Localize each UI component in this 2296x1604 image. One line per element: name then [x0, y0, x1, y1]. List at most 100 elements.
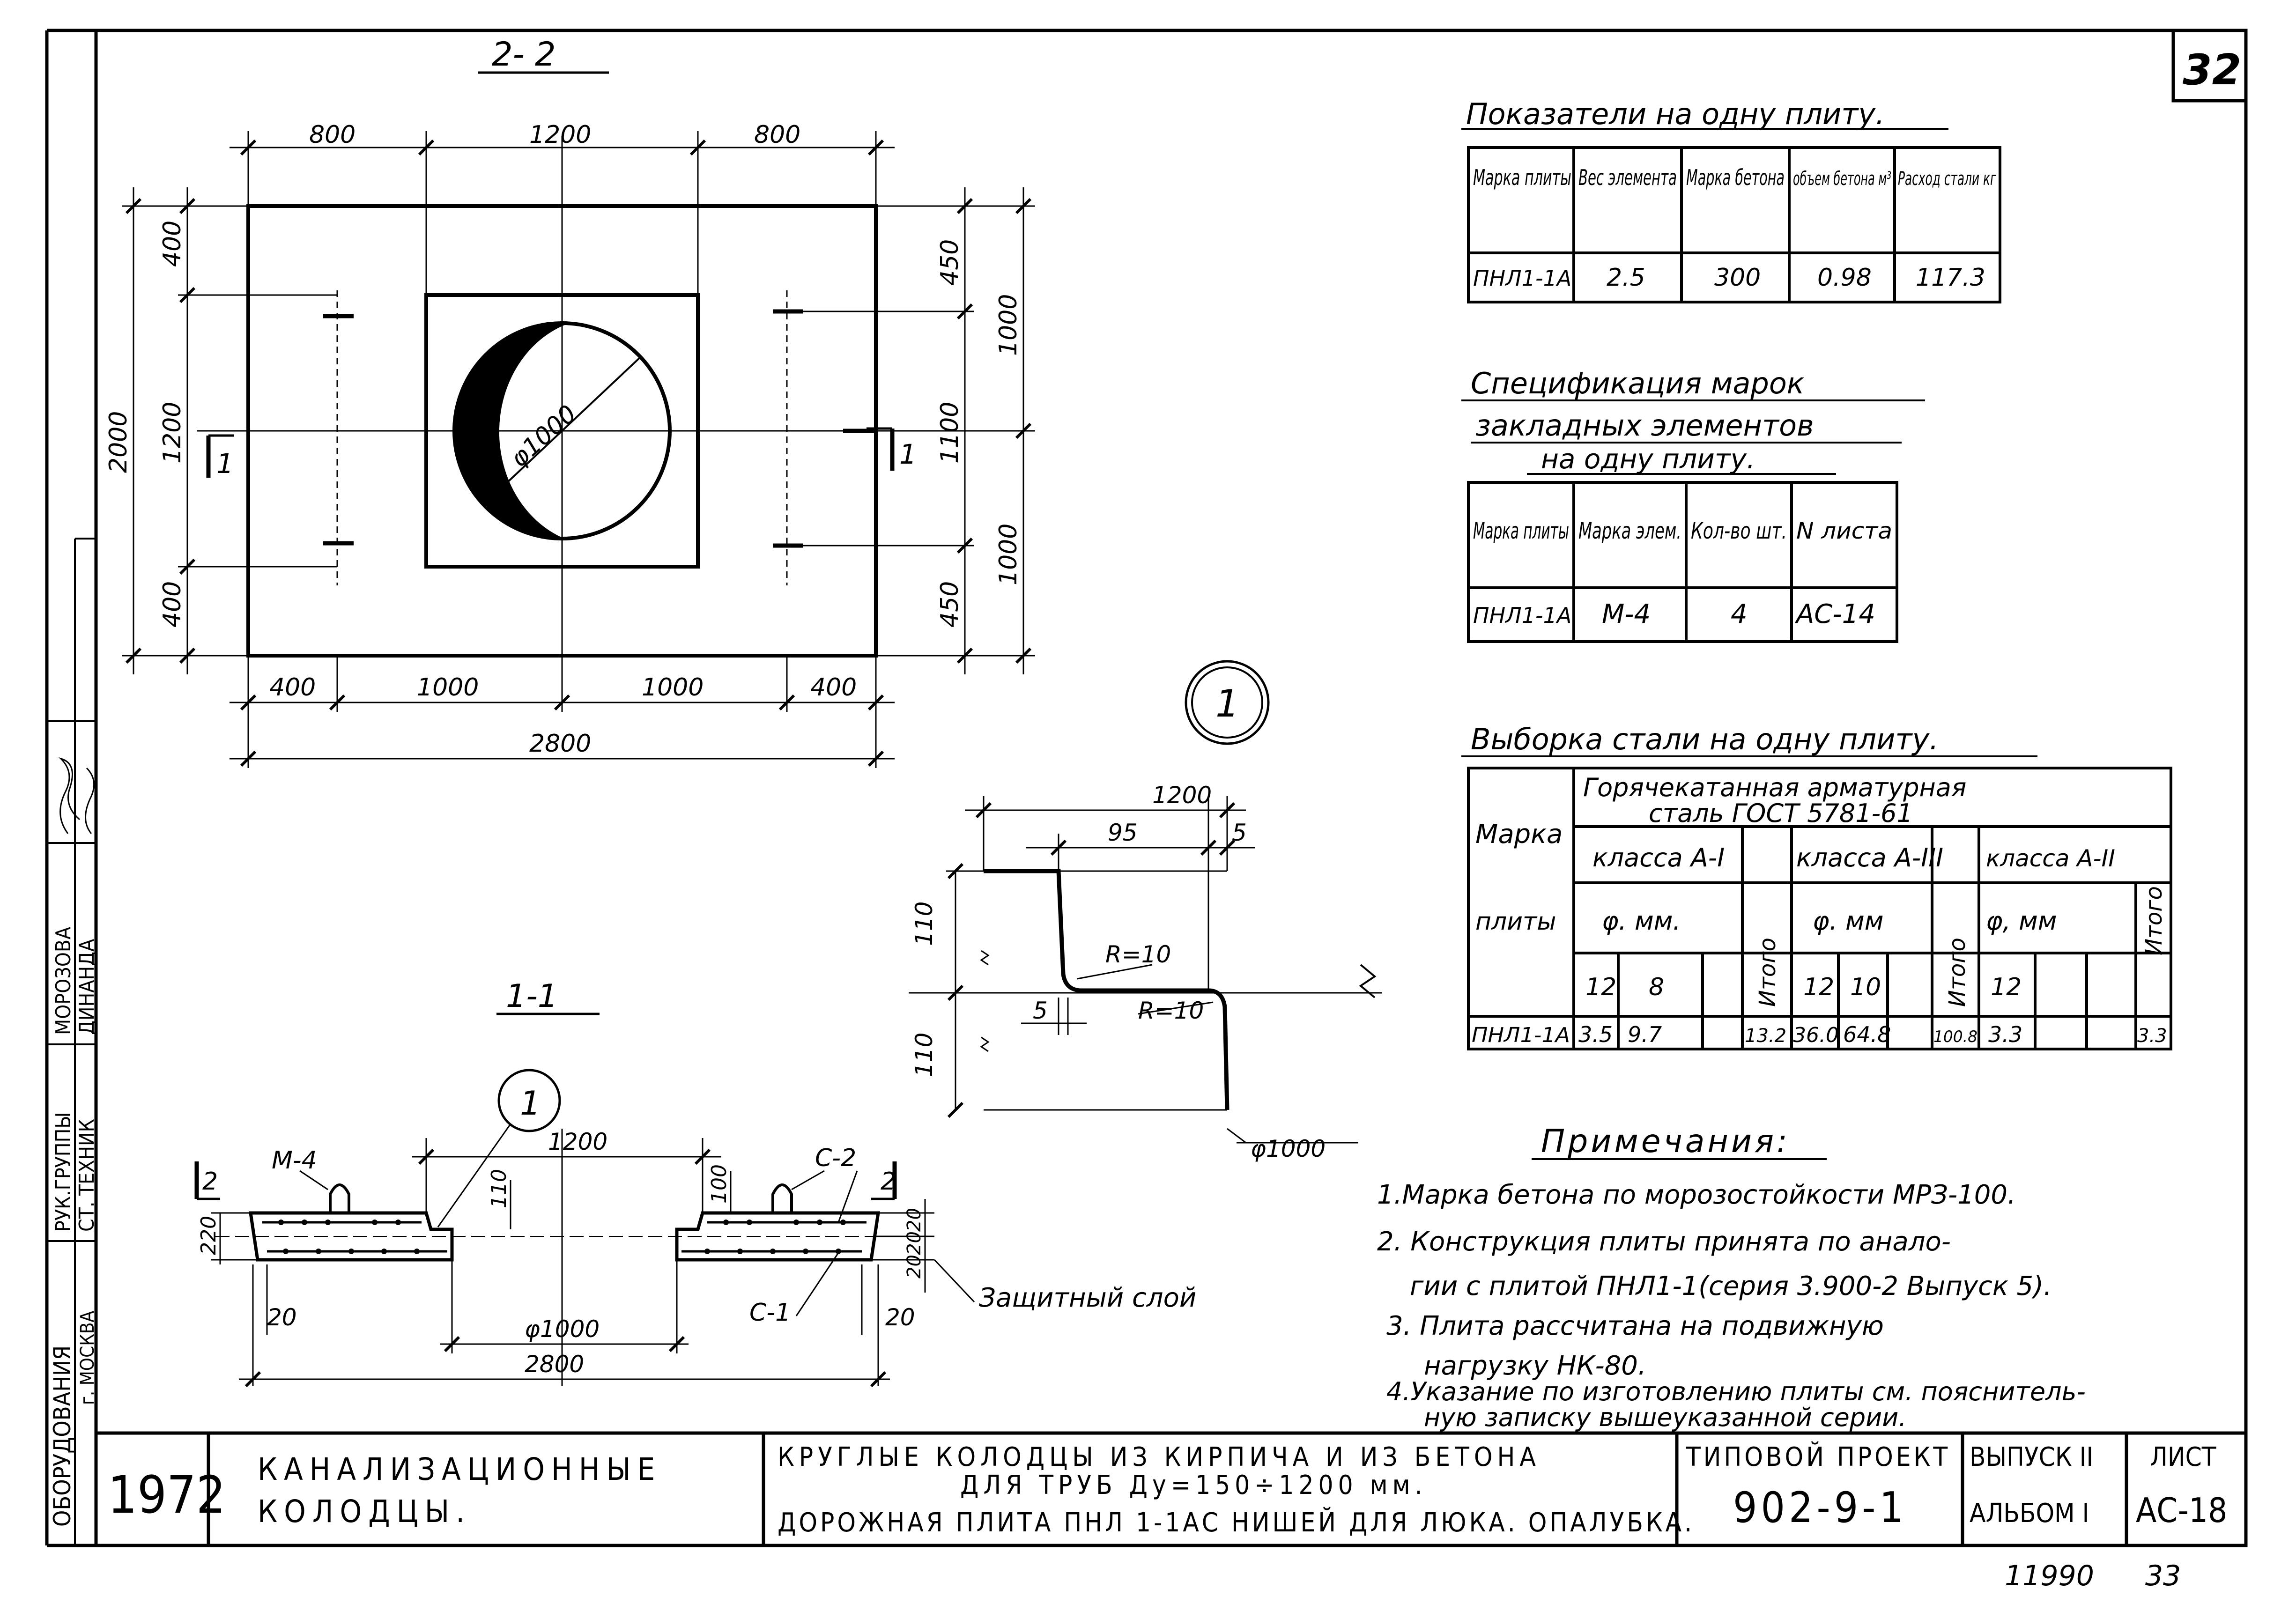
- steel-total-1: Итого: [1755, 938, 1781, 1007]
- stamp-city: г. МОСКВА: [77, 1310, 98, 1405]
- embedded-title-1: Спецификация марок: [1471, 366, 1805, 400]
- steel-col-mark-2: плиты: [1475, 908, 1556, 936]
- section-dim-110: 110: [487, 1169, 511, 1208]
- section-label-c1: C-1: [749, 1299, 791, 1327]
- section-protective-layer: Защитный слой: [979, 1283, 1196, 1313]
- ind-h1: Марка плиты: [1473, 165, 1571, 190]
- steel-class-3: класса А-II: [1986, 845, 2115, 872]
- emb-c4: АС-14: [1795, 599, 1875, 629]
- tb-sheet-label: ЛИСТ: [2150, 1442, 2216, 1472]
- note-line-1: 1.Марка бетона по морозостойкости МРЗ-10…: [1377, 1180, 2016, 1210]
- detail-dim-5-left: 5: [1033, 997, 1048, 1024]
- steel-v3: 13.2: [1745, 1025, 1786, 1047]
- emb-c3: 4: [1731, 599, 1748, 629]
- sheet-number-box: 32: [2171, 29, 2248, 103]
- plan-dim-total-left: 2000: [104, 411, 133, 473]
- plan-dim-top-2: 1200: [529, 121, 591, 149]
- detail-dim-110-upper: 110: [911, 902, 938, 946]
- emb-h2: Марка элем.: [1578, 518, 1681, 544]
- detail-dim-95: 95: [1108, 819, 1138, 846]
- footer-number-2: 33: [2145, 1560, 2181, 1592]
- ind-c5: 117.3: [1916, 264, 1985, 292]
- plan-title: 2- 2: [492, 35, 556, 74]
- steel-d5: 12: [1991, 973, 2022, 1001]
- table-embedded: Спецификация марок закладных элементов н…: [1461, 366, 1925, 643]
- emb-c2: M-4: [1602, 599, 1651, 629]
- section-view: 1-1 M-4 C-2: [194, 978, 1196, 1388]
- stamp-org: ОБОРУДОВАНИЯ: [49, 1345, 76, 1527]
- steel-v6: 100.8: [1933, 1027, 1978, 1046]
- ind-c4: 0.98: [1817, 264, 1872, 292]
- plan-dim-bottom-2: 1000: [417, 673, 479, 702]
- section-cut-right: 2: [881, 1168, 896, 1196]
- table-indicators: Показатели на одну плиту. Марка плиты Ве…: [1461, 97, 2001, 303]
- plan-dim-right-inner-2: 1100: [936, 402, 964, 464]
- detail-dim-5-top: 5: [1232, 819, 1247, 846]
- steel-v4: 36.0: [1793, 1023, 1839, 1047]
- notes: Примечания: 1.Марка бетона по морозостой…: [1377, 1123, 2086, 1432]
- plan-dim-bottom-1: 400: [269, 673, 316, 702]
- steel-row-mark: ПНЛ1-1А: [1472, 1023, 1570, 1047]
- steel-phi-1: φ. мм.: [1602, 906, 1681, 936]
- section-cut-left: 2: [202, 1168, 218, 1196]
- detail-radius-1: R=10: [1105, 941, 1171, 968]
- section-dim-right-1: 20: [904, 1208, 925, 1232]
- note-line-7: ную записку вышеуказанной серии.: [1424, 1403, 1907, 1432]
- section-dim-220: 220: [197, 1216, 221, 1255]
- steel-class-2: класса А-III: [1796, 843, 1943, 872]
- indicators-title: Показатели на одну плиту.: [1466, 97, 1885, 131]
- plan-dim-left-1: 400: [158, 221, 186, 267]
- steel-v5: 64.8: [1843, 1022, 1891, 1047]
- steel-d4: 10: [1850, 973, 1881, 1001]
- section-dim-right-2: 20: [904, 1231, 925, 1255]
- section-label-c2: C-2: [815, 1144, 856, 1172]
- detail-dim-1200: 1200: [1152, 782, 1212, 809]
- signature-2: [85, 767, 95, 834]
- tb-subject-2: КОЛОДЦЫ.: [258, 1493, 471, 1530]
- detail-callout: 1: [1185, 660, 1270, 745]
- tb-project-label: ТИПОВОЙ ПРОЕКТ: [1686, 1441, 1950, 1472]
- section-callout: 1: [520, 1084, 541, 1123]
- tb-issue-label: ВЫПУСК II: [1970, 1442, 2093, 1472]
- ind-h2: Вес элемента: [1578, 165, 1677, 190]
- section-dim-1200: 1200: [548, 1128, 607, 1155]
- sheet-frame: [45, 29, 2248, 1547]
- title-block: [96, 1431, 2246, 1545]
- plan-dim-left-2: 1200: [158, 402, 186, 464]
- detail-profile: [984, 869, 1229, 1110]
- embedded-title-3: на одну плиту.: [1541, 443, 1755, 475]
- tb-desc-1: КРУГЛЫЕ КОЛОДЦЫ ИЗ КИРПИЧА И ИЗ БЕТОНА: [778, 1442, 1541, 1472]
- note-line-3: гии с плитой ПНЛ1-1(серия 3.900-2 Выпуск…: [1410, 1271, 2052, 1301]
- plan-dim-top-3: 800: [754, 121, 800, 149]
- steel-v8: 3.3: [2137, 1025, 2167, 1047]
- detail-radius-2: R=10: [1138, 997, 1204, 1024]
- plan-dim-bottom-4: 400: [810, 673, 857, 702]
- embedded-title-2: закладных элементов: [1475, 408, 1814, 443]
- steel-d1: 12: [1585, 973, 1616, 1001]
- cut-mark-right: 1: [899, 438, 917, 470]
- steel-v1: 3.5: [1578, 1022, 1613, 1047]
- tb-sheet-code: АС-18: [2136, 1491, 2227, 1530]
- tb-desc-3: ДОРОЖНАЯ ПЛИТА ПНЛ 1-1АС НИШЕЙ ДЛЯ ЛЮКА.…: [778, 1507, 1695, 1538]
- stamp-role-2: СТ. ТЕХНИК: [75, 1119, 99, 1232]
- section-dim-2800: 2800: [525, 1351, 584, 1378]
- emb-h4: N листа: [1796, 518, 1892, 544]
- steel-total-2: Итого: [1944, 938, 1970, 1007]
- steel-title: Выборка стали на одну плиту.: [1471, 722, 1939, 756]
- plan-dim-right-inner-3: 450: [936, 581, 964, 628]
- tb-desc-2: ДЛЯ ТРУБ Ду=150÷1200 мм.: [960, 1470, 1427, 1501]
- tb-album-label: АЛЬБОМ I: [1970, 1498, 2089, 1529]
- plan-dim-bottom-3: 1000: [642, 673, 704, 702]
- ind-c1: ПНЛ1-1А: [1473, 266, 1571, 291]
- notes-title: Примечания:: [1541, 1123, 1790, 1160]
- hole-label: φ1000: [505, 400, 582, 473]
- note-line-5: нагрузку НК-80.: [1424, 1351, 1646, 1381]
- detail-callout-number: 1: [1215, 682, 1239, 725]
- section-dim-20-left: 20: [267, 1304, 297, 1331]
- plan-dim-total-bottom: 2800: [529, 730, 591, 758]
- section-dim-right-3: 20: [904, 1255, 925, 1279]
- ind-h3: Марка бетона: [1686, 165, 1785, 190]
- note-line-6: 4.Указание по изготовлению плиты см. поя…: [1386, 1377, 2086, 1406]
- detail-dim-110-lower: 110: [911, 1033, 938, 1077]
